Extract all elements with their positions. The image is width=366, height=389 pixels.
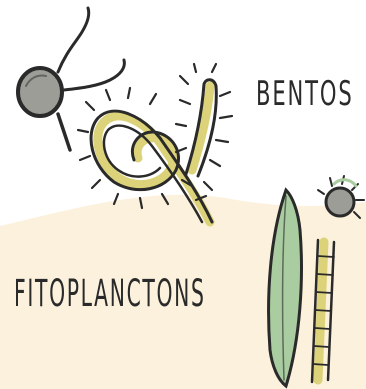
- label-fitoplanctons: FITOPLANCTONS: [14, 272, 206, 315]
- label-bentos: BENTOS: [256, 74, 354, 114]
